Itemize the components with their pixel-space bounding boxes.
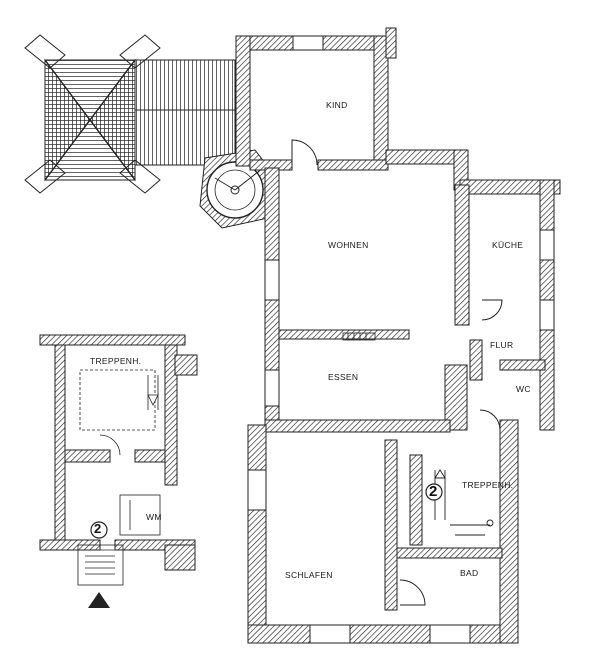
main-stair-symbol bbox=[425, 469, 494, 536]
roof-stair-structure bbox=[24, 34, 236, 194]
doors bbox=[291, 139, 503, 606]
room-label-treppenhaus: TREPPENH. bbox=[462, 480, 514, 490]
north-arrow-icon bbox=[88, 592, 110, 608]
room-label-wohnen: WOHNEN bbox=[328, 240, 369, 250]
room-label-essen: ESSEN bbox=[328, 372, 359, 382]
walls bbox=[235, 27, 561, 644]
inset-label-wm: WM bbox=[146, 512, 162, 522]
windows bbox=[247, 35, 555, 644]
room-label-kind: KIND bbox=[326, 100, 348, 110]
room-label-flur: FLUR bbox=[490, 340, 514, 350]
inset-label-treppenhaus: TREPPENH. bbox=[90, 356, 142, 366]
room-label-schlafen: SCHLAFEN bbox=[285, 570, 333, 580]
room-label-kueche: KÜCHE bbox=[492, 240, 524, 250]
main-stair-marker: 2 bbox=[429, 483, 438, 500]
inset-stair-marker: 2 bbox=[94, 521, 102, 536]
inset-plan bbox=[39, 334, 198, 608]
room-label-wc: WC bbox=[516, 384, 531, 394]
room-label-bad: BAD bbox=[460, 568, 479, 578]
radiator bbox=[342, 332, 376, 341]
